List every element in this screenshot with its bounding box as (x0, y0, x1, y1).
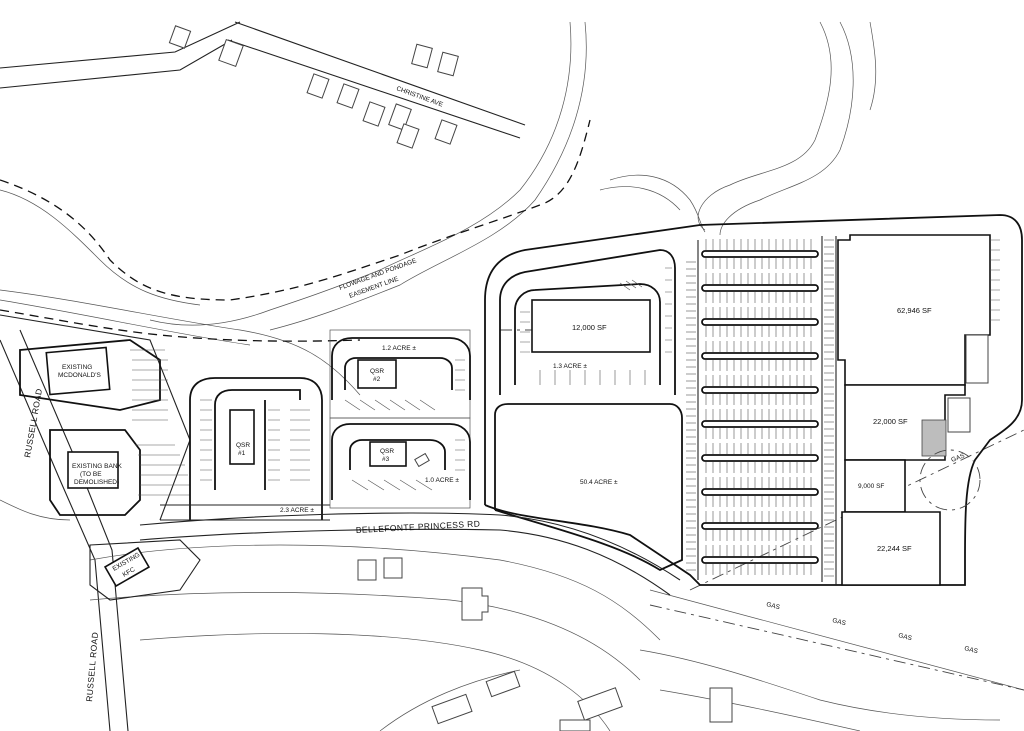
gas-label-4: GAS (964, 645, 980, 655)
acre-qsr3-label: 1.0 ACRE ± (425, 477, 459, 484)
parking-island (701, 522, 819, 530)
gas-label-5: GAS (950, 452, 966, 464)
parking-island (701, 488, 819, 496)
existing-kfc (89, 539, 201, 601)
parking-island (701, 556, 819, 564)
qsr3-label-1: QSR (380, 448, 394, 455)
parking-field (686, 236, 837, 585)
existing-mcdonalds-parcel (0, 314, 191, 521)
anchor-buildings (837, 234, 1000, 586)
existing-bank-label-1: EXISTING BANK (72, 463, 123, 470)
bellefonte-road-label: BELLEFONTE PRINCESS RD (356, 518, 481, 535)
offsite-buildings-south (357, 557, 733, 731)
qsr2-label-2: #2 (373, 376, 381, 383)
parking-island (701, 250, 819, 258)
bldg-22244-label: 22,244 SF (877, 544, 912, 553)
acre-12000-label: 1.3 ACRE ± (553, 363, 587, 370)
parking-island (701, 352, 819, 360)
qsr-outparcels (160, 329, 471, 521)
acre-main-label: 50.4 ACRE ± (580, 479, 618, 486)
existing-mcdonalds-label-2: MCDONALD'S (58, 372, 101, 379)
russell-road-lower-label: RUSSELL ROAD (84, 631, 100, 702)
parking-island (701, 318, 819, 326)
bldg-9000-label: 9,000 SF (858, 483, 884, 490)
main-site (139, 214, 1023, 596)
bldg-22000-label: 22,000 SF (873, 417, 908, 426)
parking-island (701, 454, 819, 462)
acre-qsr1-label: 2.3 ACRE ± (280, 507, 314, 514)
acre-qsr2-label: 1.2 ACRE ± (382, 345, 416, 352)
gas-label-3: GAS (898, 632, 914, 642)
bldg-62946-label: 62,946 SF (897, 306, 932, 315)
background-linework (0, 21, 1024, 731)
parking-island (701, 420, 819, 428)
qsr3-label-2: #3 (382, 456, 390, 463)
parking-island (701, 284, 819, 292)
qsr2-label-1: QSR (370, 368, 384, 375)
bldg-12000-label: 12,000 SF (572, 323, 607, 332)
qsr1-label-2: #1 (238, 450, 246, 457)
christine-ave-label: CHRISTINE AVE (395, 85, 444, 109)
offsite-buildings (168, 25, 459, 149)
existing-bank-parcel (49, 429, 190, 516)
qsr1-label-1: QSR (236, 442, 250, 449)
gas-label-2: GAS (832, 617, 848, 627)
parcel-12000sf (499, 249, 676, 395)
existing-bank-label-2: (TO BE (80, 471, 102, 478)
existing-bank-label-3: DEMOLISHED) (74, 479, 119, 486)
gas-label-1: GAS (766, 601, 782, 611)
existing-mcdonalds-label-1: EXISTING (62, 364, 92, 371)
parking-island (701, 386, 819, 394)
